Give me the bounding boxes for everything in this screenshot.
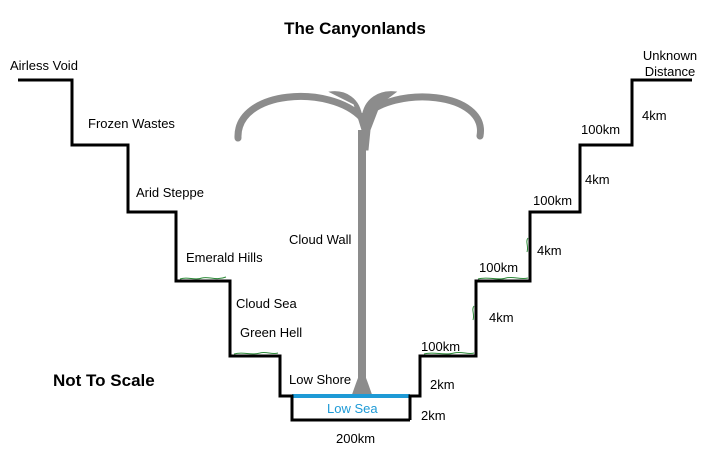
- region-frozen-wastes: Frozen Wastes: [88, 116, 175, 131]
- region-emerald-hills: Emerald Hills: [186, 250, 263, 265]
- cloud-wall-label: Cloud Wall: [289, 232, 352, 247]
- grass-marks: [179, 237, 529, 355]
- cloud-wall-shape: [234, 91, 484, 397]
- region-low-shore: Low Shore: [289, 372, 352, 387]
- region-arid-steppe: Arid Steppe: [136, 185, 204, 200]
- height-label-4: 4km: [489, 310, 514, 325]
- width-label-1: 100km: [581, 122, 621, 137]
- region-airless-void: Airless Void: [10, 58, 78, 73]
- scale-note: Not To Scale: [53, 371, 155, 390]
- right-canyon-wall: [408, 78, 692, 420]
- left-canyon-wall: [18, 78, 410, 422]
- diagram-title: The Canyonlands: [284, 19, 426, 38]
- height-label-3: 4km: [537, 243, 562, 258]
- width-label-4: 100km: [421, 339, 461, 354]
- height-label-5: 2km: [430, 377, 455, 392]
- height-label-6: 2km: [421, 408, 446, 423]
- height-label-1: 4km: [642, 108, 667, 123]
- height-label-2: 4km: [585, 172, 610, 187]
- width-label-2: 100km: [533, 193, 573, 208]
- region-green-hell: Green Hell: [240, 325, 303, 340]
- width-label-3: 100km: [479, 260, 519, 275]
- bottom-width-label: 200km: [336, 431, 376, 446]
- low-sea-label: Low Sea: [327, 401, 378, 416]
- region-cloud-sea: Cloud Sea: [236, 296, 297, 311]
